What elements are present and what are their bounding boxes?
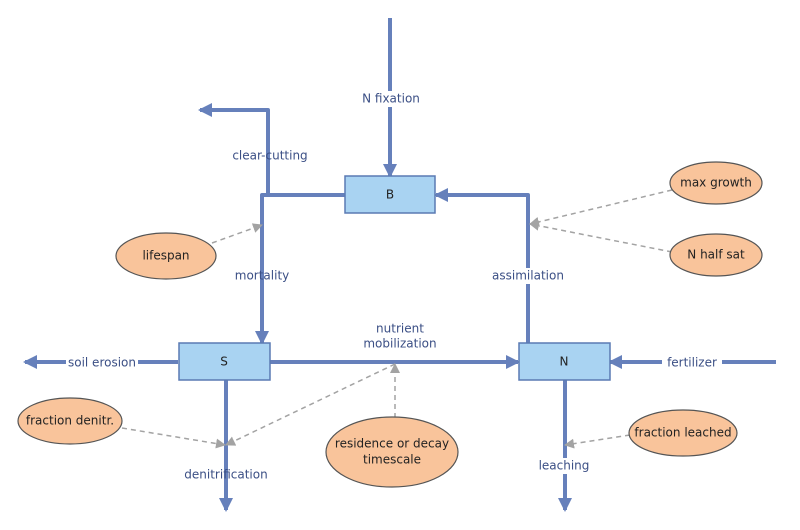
variable-max-growth[interactable] (669, 161, 763, 205)
residence-label-line2: timescale (363, 453, 421, 467)
variable-lifespan[interactable] (115, 232, 217, 280)
info-link-lifespan (211, 223, 263, 244)
fertilizer-label: fertilizer (667, 356, 717, 370)
variable-fraction-denitr[interactable] (17, 397, 123, 445)
leaching-label: leaching (539, 459, 590, 473)
mortality-label: mortality (235, 269, 290, 283)
assimilation-label: assimilation (492, 269, 564, 283)
nutrient-mobilization-label-line1: nutrient (376, 322, 424, 336)
variable-n-half-sat[interactable] (669, 233, 763, 277)
info-link-residence-denitr (225, 363, 396, 446)
lifespan-label: lifespan (142, 249, 189, 263)
nutrient-mobilization-label-line2: mobilization (363, 337, 436, 351)
stock-n-label: N (560, 355, 569, 369)
denitrification-label: denitrification (184, 468, 267, 482)
variable-fraction-leached[interactable] (628, 409, 738, 457)
stock-s-label: S (220, 355, 228, 369)
info-link-fraction-denitr (121, 427, 226, 449)
fraction-denitr-label: fraction denitr. (26, 414, 114, 428)
info-link-max-growth (529, 189, 673, 227)
fraction-leached-label: fraction leached (634, 426, 731, 440)
n-fixation-label: N fixation (362, 92, 420, 106)
residence-label-line1: residence or decay (335, 437, 449, 451)
mortality-flow (255, 193, 345, 345)
stock-s-box[interactable] (178, 342, 271, 381)
info-link-fraction-leached (564, 434, 631, 449)
variable-residence-timescale[interactable] (325, 416, 459, 488)
max-growth-label: max growth (680, 176, 752, 190)
soil-erosion-label: soil erosion (68, 356, 136, 370)
n-half-sat-label: N half sat (687, 248, 745, 262)
stock-b-label: B (386, 188, 394, 202)
clear-cutting-label: clear-cutting (232, 149, 307, 163)
assimilation-flow (434, 188, 530, 343)
info-link-n-half-sat (529, 220, 673, 253)
stock-n-box[interactable] (518, 342, 611, 381)
stock-b-box[interactable] (344, 175, 436, 214)
